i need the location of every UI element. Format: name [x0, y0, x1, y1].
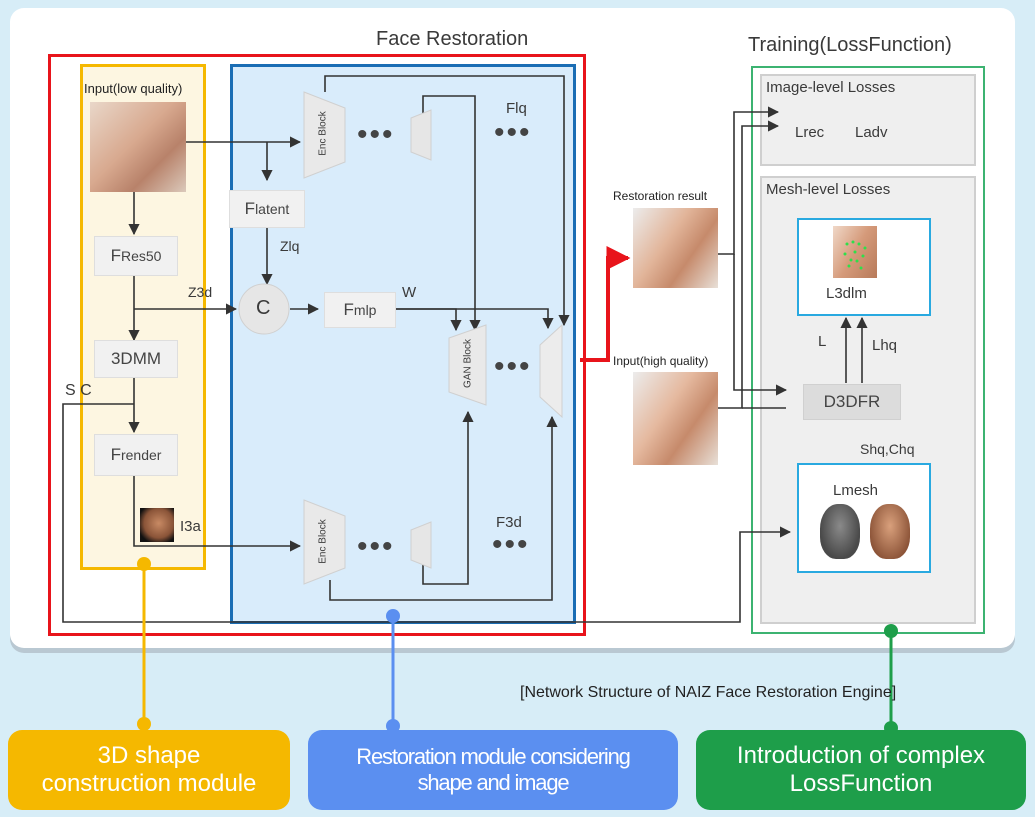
- mesh-losses-title: Mesh-level Losses: [766, 181, 891, 198]
- input-low-label: Input(low quality): [84, 81, 183, 96]
- input-high-label: Input(high quality): [613, 354, 709, 368]
- small-block-top: [410, 109, 432, 161]
- restoration-module-pin: [386, 609, 400, 623]
- arrow-enc2-decoder: [329, 415, 558, 601]
- shape-module-pill: 3D shape construction module: [8, 730, 290, 810]
- input-low-face-image: [90, 102, 186, 192]
- dots-f3d: •••: [492, 528, 530, 561]
- arrow-render-enc2: [133, 475, 302, 552]
- enc-block-bottom-label: Enc Block: [317, 519, 329, 564]
- gan-block-label: GAN Block: [462, 339, 474, 388]
- arrow-output-result: [580, 246, 631, 362]
- enc-block-bottom: [303, 499, 346, 585]
- image-losses-title: Image-level Losses: [766, 79, 896, 96]
- training-module-pill: Introduction of complex LossFunction: [696, 730, 1026, 810]
- arrow-f3d-gan: [422, 410, 474, 585]
- training-region: [751, 66, 985, 634]
- shape-module-pin: [137, 557, 151, 571]
- landmark-face-image: [833, 226, 877, 278]
- enc-block-top: [303, 91, 346, 179]
- arrow-input-image-losses: [718, 120, 780, 409]
- dots-gan: •••: [494, 350, 532, 383]
- landmark-points: [843, 240, 867, 270]
- l-hat-label: L: [818, 333, 827, 350]
- restoration-result-image: [633, 208, 718, 288]
- caption: [Network Structure of NAIZ Face Restorat…: [520, 684, 897, 701]
- dots-top: •••: [357, 118, 395, 151]
- arrow-w-gan: [395, 308, 462, 332]
- dots-flq: •••: [494, 116, 532, 149]
- lmesh-panel: [797, 463, 931, 573]
- face-restoration-title: Face Restoration: [376, 28, 529, 50]
- lhq-label: Lhq: [872, 337, 898, 354]
- input-high-face-image: [633, 372, 718, 465]
- arrow-result-image-losses: [718, 106, 780, 255]
- zlq-label: Zlq: [280, 238, 300, 254]
- flq-label: Flq: [506, 100, 527, 117]
- decoder-block: [539, 323, 563, 419]
- lmesh-label: Lmesh: [833, 482, 879, 499]
- concat-node: [238, 283, 290, 335]
- concat-label: C: [256, 297, 271, 319]
- gray-mesh-image: [820, 504, 860, 559]
- gan-block: [448, 324, 487, 406]
- dots-bottom: •••: [357, 530, 395, 563]
- f3d-label: F3d: [496, 514, 522, 531]
- image-losses-panel: [760, 74, 976, 166]
- l3dlm-label: L3dlm: [826, 285, 867, 302]
- face-restoration-region: [48, 54, 586, 636]
- 3dmm-box: 3DMM: [94, 340, 178, 378]
- small-block-bottom: [410, 521, 432, 569]
- arrow-w-decoder: [395, 308, 554, 330]
- restoration-result-label: Restoration result: [613, 189, 708, 203]
- textured-mesh-image: [870, 504, 910, 559]
- restoration-module-pill: Restoration module considering shape and…: [308, 730, 678, 810]
- arrow-sc-lmesh: [62, 403, 792, 623]
- training-module-pin: [884, 624, 898, 638]
- d3dfr-box: D3DFR: [803, 384, 901, 420]
- arrow-enc1-decoder: [324, 75, 570, 327]
- w-label: W: [402, 284, 417, 301]
- i3a-label: I3a: [180, 518, 201, 535]
- ladv-label: Ladv: [855, 124, 888, 141]
- i3a-render-image: [140, 508, 174, 542]
- z3d-label: Z3d: [188, 284, 213, 300]
- shq-chq-label: Shq,Chq: [860, 441, 915, 457]
- training-title: Training(LossFunction): [748, 34, 952, 56]
- enc-block-top-label: Enc Block: [317, 111, 329, 156]
- arrow-result-d3dfr: [733, 254, 788, 396]
- sc-label: S C: [65, 382, 92, 399]
- lrec-label: Lrec: [795, 124, 825, 141]
